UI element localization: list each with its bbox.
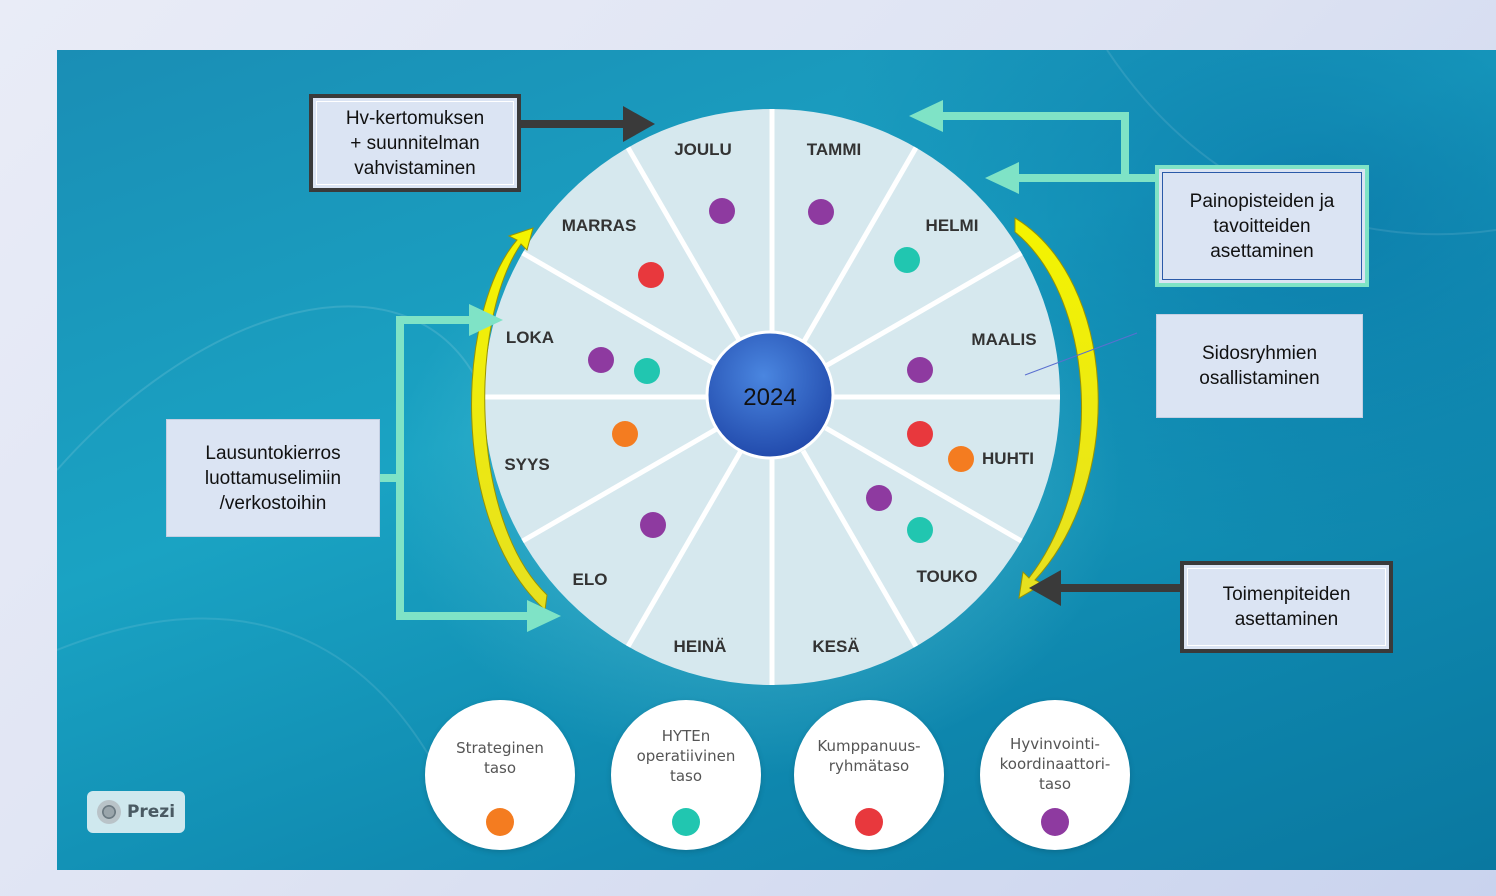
level-koordinaattori: Hyvinvointi- koordinaattori- taso: [980, 700, 1130, 850]
callout-vahvistaminen-text: Hv-kertomuksen + suunnitelman vahvistami…: [345, 107, 485, 179]
dot-tammi-koordinaattori: [808, 199, 834, 225]
wheel-divider: [521, 250, 720, 369]
prezi-logo-icon: [96, 800, 121, 824]
callout-sidosryhmat-text: Sidosryhmien osallistaminen: [1199, 343, 1320, 389]
mint-arrowhead-elo: [527, 600, 561, 632]
level-operatiivinen-dot: [672, 808, 700, 836]
prezi-logo[interactable]: Prezi: [87, 791, 185, 833]
mint-arrowhead-helmi: [985, 162, 1019, 194]
connector-sidosryhmat: [1024, 332, 1138, 376]
month-label: HUHTI: [982, 449, 1034, 468]
month-label: MAALIS: [971, 330, 1036, 349]
dot-huhti-kumppanuus: [907, 421, 933, 447]
dot-joulu-koordinaattori: [709, 198, 735, 224]
prezi-logo-text: Prezi: [126, 802, 176, 822]
wheel-divider: [824, 250, 1023, 369]
dot-huhti-strateginen: [948, 446, 974, 472]
wheel-divider: [800, 146, 919, 345]
wheel-divider: [824, 425, 1023, 544]
callout-painopisteet: Painopisteiden ja tavoitteiden asettamin…: [1155, 165, 1369, 287]
month-label: TAMMI: [807, 140, 861, 159]
dot-loka-koordinaattori: [588, 347, 614, 373]
month-label: SYYS: [504, 455, 549, 474]
dot-marras-kumppanuus: [638, 262, 664, 288]
level-koordinaattori-dot: [1041, 808, 1069, 836]
month-label: MARRAS: [562, 216, 637, 235]
month-label: LOKA: [506, 328, 554, 347]
wheel-dividers: [484, 109, 1060, 685]
level-strateginen: Strateginen taso: [425, 700, 575, 850]
callout-vahvistaminen: Hv-kertomuksen + suunnitelman vahvistami…: [309, 94, 521, 192]
wheel-divider: [521, 425, 720, 544]
level-koordinaattori-label: Hyvinvointi- koordinaattori- taso: [999, 735, 1111, 793]
mint-arrowhead-loka: [469, 304, 503, 336]
month-labels: TAMMI HELMI MAALIS HUHTI TOUKO KESÄ HEINÄ ELO SY…: [504, 140, 1036, 656]
level-kumppanuus-label: Kumppanuus- ryhmätaso: [817, 737, 921, 775]
level-kumppanuus: Kumppanuus- ryhmätaso: [794, 700, 944, 850]
yellow-arrow-right: [1014, 217, 1099, 599]
callout-painopisteet-text: Painopisteiden ja tavoitteiden asettamin…: [1189, 190, 1335, 262]
wheel-divider: [800, 449, 919, 648]
month-label: HELMI: [926, 216, 979, 235]
month-label: ELO: [573, 570, 608, 589]
callout-sidosryhmat: Sidosryhmien osallistaminen: [1156, 314, 1363, 418]
level-operatiivinen: HYTEn operatiivinen taso: [611, 700, 761, 850]
mint-arrows-painopisteet: [937, 112, 1157, 182]
level-strateginen-label: Strateginen taso: [456, 739, 544, 777]
mint-arrowhead-top: [909, 100, 943, 132]
month-label: TOUKO: [916, 567, 977, 586]
callout-lausunto: Lausuntokierros luottamuselimiin /verkos…: [166, 419, 380, 537]
wheel-diagram: TAMMI HELMI MAALIS HUHTI TOUKO KESÄ HEINÄ ELO SY…: [57, 50, 1496, 811]
callout-toimenpiteet-text: Toimenpiteiden asettaminen: [1222, 584, 1351, 630]
dot-syys-strateginen: [612, 421, 638, 447]
dot-touko-koordinaattori: [866, 485, 892, 511]
callout-lausunto-text: Lausuntokierros luottamuselimiin /verkos…: [204, 442, 342, 514]
level-strateginen-dot: [486, 808, 514, 836]
month-label: KESÄ: [812, 637, 859, 656]
center-label: 2024: [743, 384, 796, 411]
dot-elo-koordinaattori: [640, 512, 666, 538]
month-label: JOULU: [674, 140, 732, 159]
slide: TAMMI HELMI MAALIS HUHTI TOUKO KESÄ HEINÄ ELO SY…: [57, 50, 1496, 870]
arrow-to-joulu: [519, 106, 655, 142]
level-kumppanuus-dot: [855, 808, 883, 836]
level-operatiivinen-label: HYTEn operatiivinen taso: [636, 727, 736, 785]
wheel-divider: [625, 449, 744, 648]
dot-loka-operatiivinen: [634, 358, 660, 384]
callout-toimenpiteet: Toimenpiteiden asettaminen: [1180, 561, 1393, 653]
activity-dots: [588, 198, 974, 543]
dot-maalis-koordinaattori: [907, 357, 933, 383]
dot-helmi-operatiivinen: [894, 247, 920, 273]
wheel-divider: [625, 146, 744, 345]
dot-touko-operatiivinen: [907, 517, 933, 543]
mint-arrows-lausunto: [379, 316, 531, 620]
month-label: HEINÄ: [674, 637, 727, 656]
arrow-to-touko: [1029, 570, 1183, 606]
center-circle: [705, 330, 835, 460]
